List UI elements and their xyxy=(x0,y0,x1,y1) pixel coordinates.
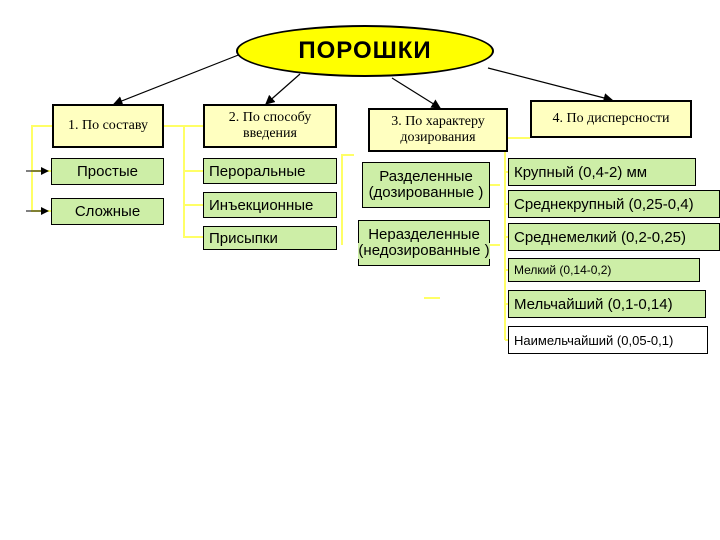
item-label: Крупный (0,4-2) мм xyxy=(514,163,648,181)
item-label-line2: (недозированные ) xyxy=(358,242,490,259)
category-label: 4. По дисперсности xyxy=(552,111,670,126)
diagram-title: ПОРОШКИ xyxy=(298,37,432,64)
item-label: Инъекционные xyxy=(209,196,314,214)
item-prostye: Простые xyxy=(51,158,164,185)
item-label-line1: Неразделенные xyxy=(368,226,480,243)
item-label: Присыпки xyxy=(209,229,278,247)
item-label: Мельчайший (0,1-0,14) xyxy=(514,295,673,313)
item-label: Простые xyxy=(77,163,138,180)
category-administration-route: 2. По способу введения xyxy=(203,104,337,148)
bracket-category-3 xyxy=(341,154,500,299)
item-label-line2: (дозированные ) xyxy=(368,184,484,201)
arrow-to-category-1 xyxy=(112,51,247,106)
category-dispersity: 4. По дисперсности xyxy=(530,100,692,138)
title-ellipse: ПОРОШКИ xyxy=(236,25,494,77)
item-nerazdelennye: Неразделенные (недозированные ) xyxy=(358,220,490,266)
item-prisypki: Присыпки xyxy=(203,226,337,250)
category-dosing: 3. По характеру дозирования xyxy=(368,108,508,152)
item-label: Пероральные xyxy=(209,162,306,180)
item-srednekrupnyi: Среднекрупный (0,25-0,4) xyxy=(508,190,720,218)
item-label: Наимельчайший (0,05-0,1) xyxy=(514,332,674,348)
category-label: 2. По способу введения xyxy=(228,110,312,141)
item-krupnyi: Крупный (0,4-2) мм xyxy=(508,158,696,186)
item-label: Среднекрупный (0,25-0,4) xyxy=(514,195,694,213)
item-peroralnye: Пероральные xyxy=(203,158,337,184)
category-label: 1. По составу xyxy=(67,118,149,133)
item-label-line1: Разделенные xyxy=(379,168,473,185)
item-melkii: Мелкий (0,14-0,2) xyxy=(508,258,700,282)
bracket-category-2 xyxy=(162,125,203,238)
arrow-to-category-4 xyxy=(487,67,614,103)
item-razdelennye: Разделенные (дозированные ) xyxy=(362,162,490,208)
item-label: Мелкий (0,14-0,2) xyxy=(514,263,612,277)
category-composition: 1. По составу xyxy=(52,104,164,148)
category-label: 3. По характеру дозирования xyxy=(391,114,485,145)
item-srednemelkii: Среднемелкий (0,2-0,25) xyxy=(508,223,720,251)
item-slozhnye: Сложные xyxy=(51,198,164,225)
item-label: Сложные xyxy=(74,203,141,220)
bracket-category-1 xyxy=(31,125,52,212)
item-melchaishii: Мельчайший (0,1-0,14) xyxy=(508,290,706,318)
item-inektsionnye: Инъекционные xyxy=(203,192,337,218)
arrow-to-category-3 xyxy=(391,77,442,109)
item-naimelchaishii: Наимельчайший (0,05-0,1) xyxy=(508,326,708,354)
item-label: Среднемелкий (0,2-0,25) xyxy=(514,228,686,246)
arrow-to-category-2 xyxy=(265,73,301,105)
